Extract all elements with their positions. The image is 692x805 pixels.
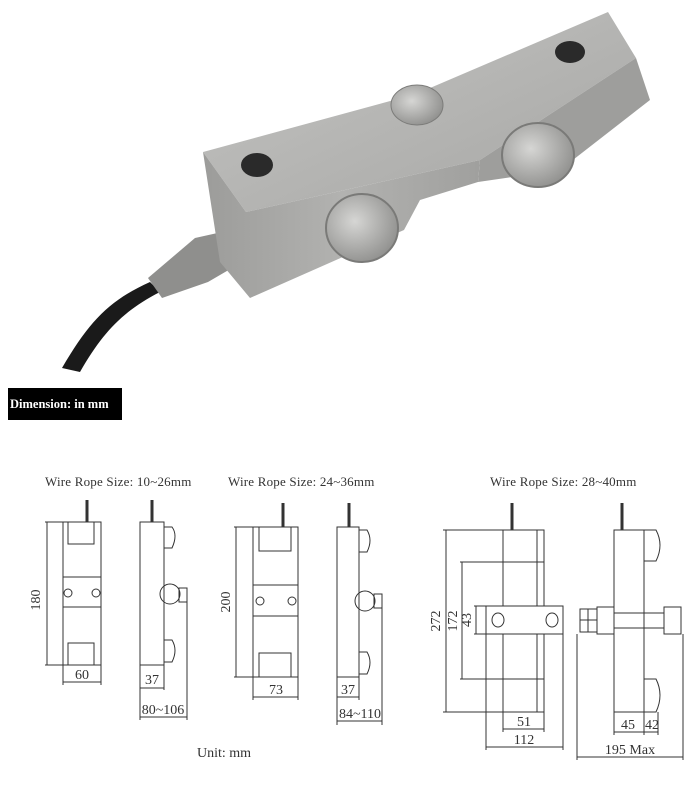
model-3-side-view — [576, 503, 684, 760]
shackle-disc-right — [501, 122, 575, 188]
rope-size-label-1: Wire Rope Size: 10~26mm — [45, 474, 192, 489]
dim-60: 60 — [75, 668, 89, 683]
rope-size-label-2: Wire Rope Size: 24~36mm — [228, 474, 375, 489]
dim-272: 272 — [429, 611, 444, 632]
model-1-side-view — [139, 500, 188, 720]
dim-84-110: 84~110 — [339, 707, 381, 722]
load-button — [390, 84, 444, 126]
dim-42: 42 — [645, 718, 659, 733]
dim-73: 73 — [269, 683, 283, 698]
model-3-front-view — [443, 503, 564, 750]
dim-45: 45 — [621, 718, 635, 733]
dim-112: 112 — [514, 733, 534, 748]
unit-label: Unit: mm — [197, 746, 252, 761]
model-1-front-view — [45, 500, 102, 685]
model-2-front-view — [234, 503, 299, 700]
shackle-disc-left — [325, 193, 399, 263]
dim-51: 51 — [517, 715, 531, 730]
dim-37-a: 37 — [145, 673, 159, 688]
cable-gland — [148, 232, 232, 298]
dim-200: 200 — [219, 592, 234, 613]
mounting-hole-right — [555, 41, 585, 63]
dimension-drawings: 180 60 37 80~106 — [0, 495, 692, 800]
dim-180: 180 — [29, 590, 44, 611]
dimension-banner: Dimension: in mm — [8, 388, 122, 420]
rope-size-label-3: Wire Rope Size: 28~40mm — [490, 474, 637, 489]
model-2-side-view — [336, 503, 383, 725]
dim-37-b: 37 — [341, 683, 355, 698]
mounting-hole-left — [241, 153, 273, 177]
dim-43: 43 — [460, 613, 475, 627]
dim-195-max: 195 Max — [605, 743, 655, 758]
cable — [62, 282, 160, 372]
load-cell-photo — [0, 0, 692, 380]
dim-80-106: 80~106 — [142, 703, 185, 718]
dim-172: 172 — [446, 611, 461, 632]
